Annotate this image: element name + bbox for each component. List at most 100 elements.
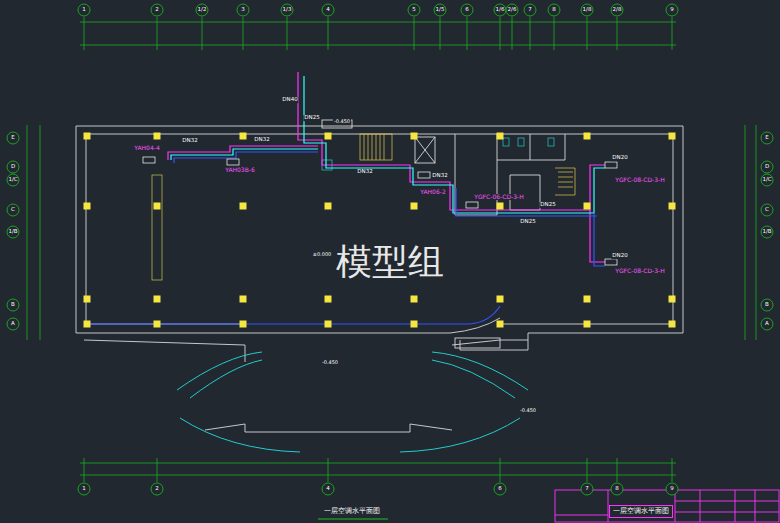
axis-number: 1/3: [282, 7, 293, 13]
pipe-size: DN25: [519, 219, 536, 225]
column: [325, 321, 332, 328]
column: [154, 296, 161, 303]
axis-bubble: [7, 161, 19, 173]
column: [669, 296, 676, 303]
column: [411, 296, 418, 303]
axis-tick: [467, 17, 468, 50]
axis-number: 8: [614, 486, 620, 492]
axis-bubble: [7, 226, 19, 238]
equipment-tag: YGFC-06-CD-3-H: [473, 194, 524, 200]
column: [84, 296, 91, 303]
axis-bubble: [434, 4, 446, 16]
dimension-lines: [27, 22, 756, 475]
axis-tick: [500, 17, 501, 50]
column: [240, 203, 247, 210]
axis-tick: [554, 17, 555, 50]
axis-tick: [328, 17, 329, 50]
stairs: [152, 134, 575, 280]
axis-bubble: [7, 318, 19, 330]
caption-underline: [318, 519, 388, 520]
elevation: -0.450: [333, 119, 351, 124]
column: [411, 203, 418, 210]
column: [497, 321, 504, 328]
axis-bubble: [761, 299, 773, 311]
axis-number: 5: [411, 7, 417, 13]
elevation: -0.450: [321, 360, 339, 365]
axis-bubble: [237, 4, 249, 16]
axis-bubble: [151, 483, 163, 495]
axis-number: C: [10, 207, 16, 213]
axis-bubble: [666, 4, 678, 16]
axis-bubble: [611, 483, 623, 495]
axis-number: 6: [464, 7, 470, 13]
axis-bubble: [7, 204, 19, 216]
axis-number: D: [764, 164, 770, 170]
axis-tick: [530, 17, 531, 50]
building-walls: [76, 120, 683, 432]
axis-tick: [440, 17, 441, 50]
column: [584, 203, 591, 210]
axis-bubble: [322, 4, 334, 16]
watermark: 模型组: [335, 244, 445, 280]
axis-number: 7: [584, 486, 590, 492]
axis-tick: [84, 458, 85, 482]
pipe-size: DN20: [611, 155, 628, 161]
axis-number: 2/6: [507, 7, 518, 13]
column: [240, 321, 247, 328]
axis-number: D: [10, 164, 16, 170]
axis-tick: [328, 458, 329, 482]
column: [584, 321, 591, 328]
axis-bubble: [506, 4, 518, 16]
equipment-tag: YAH03B-6: [224, 167, 256, 173]
column: [669, 321, 676, 328]
axis-number: 1/C: [761, 177, 772, 183]
axis-tick: [157, 17, 158, 50]
elevation: -0.450: [519, 408, 537, 413]
axis-tick: [157, 458, 158, 482]
pipe-size: DN32: [253, 137, 270, 143]
axis-number: 2/8: [612, 7, 623, 13]
axis-bubble: [548, 4, 560, 16]
column: [411, 321, 418, 328]
axis-bubble: [761, 161, 773, 173]
axis-bubble: [761, 318, 773, 330]
axis-tick: [243, 17, 244, 50]
axis-number: 2: [154, 486, 160, 492]
axis-number: E: [10, 135, 15, 141]
column: [669, 203, 676, 210]
axis-number: 7: [527, 7, 533, 13]
axis-tick: [512, 17, 513, 50]
axis-tick: [617, 458, 618, 482]
axis-number: 1: [81, 486, 87, 492]
column: [669, 133, 676, 140]
column: [154, 133, 161, 140]
axis-bubble: [151, 4, 163, 16]
axis-number: 9: [669, 486, 675, 492]
pipe-size: DN40: [281, 97, 298, 103]
axis-tick: [672, 458, 673, 482]
axis-number: 6: [497, 486, 503, 492]
axis-bubble: [494, 483, 506, 495]
axis-bubble: [611, 4, 623, 16]
title-text: 一层空调水平面图: [613, 508, 669, 515]
axis-bubble: [761, 226, 773, 238]
pipe-size: DN20: [611, 253, 628, 259]
axis-number: 9: [669, 7, 675, 13]
axis-bubble: [461, 4, 473, 16]
axis-number: 4: [325, 486, 331, 492]
axis-number: 1/B: [761, 229, 772, 235]
entrance-arcs: [177, 352, 528, 452]
pipe-size: DN32: [181, 138, 198, 144]
column: [497, 296, 504, 303]
column: [584, 296, 591, 303]
axis-tick: [414, 17, 415, 50]
axis-number: 4: [325, 7, 331, 13]
axis-bubble: [196, 4, 208, 16]
column: [584, 133, 591, 140]
equipment-tag: YAH04-4: [133, 145, 160, 151]
axis-number: A: [10, 321, 16, 327]
axis-bubble: [581, 483, 593, 495]
axis-bubble: [581, 4, 593, 16]
pipe-size: DN25: [303, 115, 320, 121]
axis-tick: [287, 17, 288, 50]
